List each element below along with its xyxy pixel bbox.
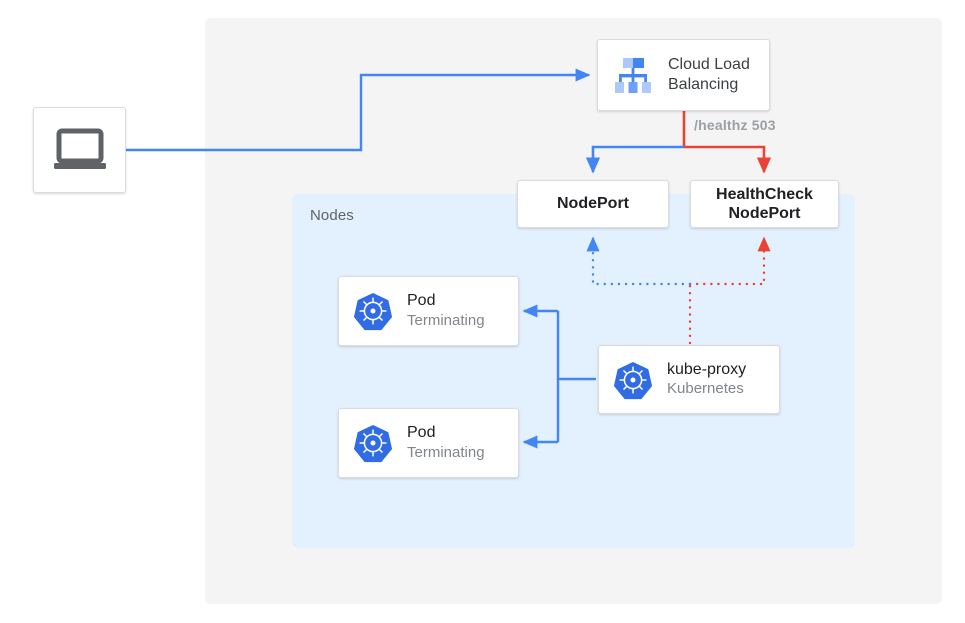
kubernetes-icon	[353, 291, 393, 331]
pod-node-2-title: Pod	[407, 424, 436, 442]
healthz-status-label: /healthz 503	[694, 117, 776, 133]
cloud-load-balancing-icon	[612, 56, 654, 94]
pod-node-1-status: Terminating	[407, 311, 485, 329]
nodeport-node[interactable]: NodePort	[517, 180, 669, 228]
pod-node-2-text: Pod Terminating	[407, 423, 485, 462]
healthcheck-nodeport-label: HealthCheck NodePort	[716, 185, 813, 223]
kube-proxy-title: kube-proxy	[667, 360, 747, 378]
kube-proxy-subtitle: Kubernetes	[667, 380, 744, 398]
nodes-panel-label: Nodes	[310, 207, 354, 224]
laptop-icon	[53, 128, 107, 172]
client-node[interactable]	[33, 107, 126, 193]
pod-node-1[interactable]: Pod Terminating	[338, 276, 519, 346]
cloud-load-balancing-title-line2: Balancing	[668, 76, 739, 93]
cloud-load-balancing-title-line1: Cloud Load	[668, 55, 750, 73]
kube-proxy-text: kube-proxy Kubernetes	[667, 360, 746, 399]
healthcheck-nodeport-node[interactable]: HealthCheck NodePort	[690, 180, 839, 228]
pod-node-1-text: Pod Terminating	[407, 291, 485, 330]
kubernetes-icon	[613, 360, 653, 400]
kubernetes-icon	[353, 423, 393, 463]
pod-node-1-title: Pod	[407, 292, 436, 310]
kube-proxy-node[interactable]: kube-proxy Kubernetes	[598, 345, 780, 414]
cloud-load-balancing-node[interactable]: Cloud Load Balancing	[597, 39, 770, 111]
healthcheck-nodeport-label-line1: HealthCheck	[716, 185, 813, 203]
nodeport-label: NodePort	[557, 195, 629, 213]
pod-node-2[interactable]: Pod Terminating	[338, 408, 519, 478]
cloud-load-balancing-title: Cloud Load Balancing	[668, 55, 750, 95]
pod-node-2-status: Terminating	[407, 443, 485, 461]
healthcheck-nodeport-label-line2: NodePort	[728, 205, 801, 222]
